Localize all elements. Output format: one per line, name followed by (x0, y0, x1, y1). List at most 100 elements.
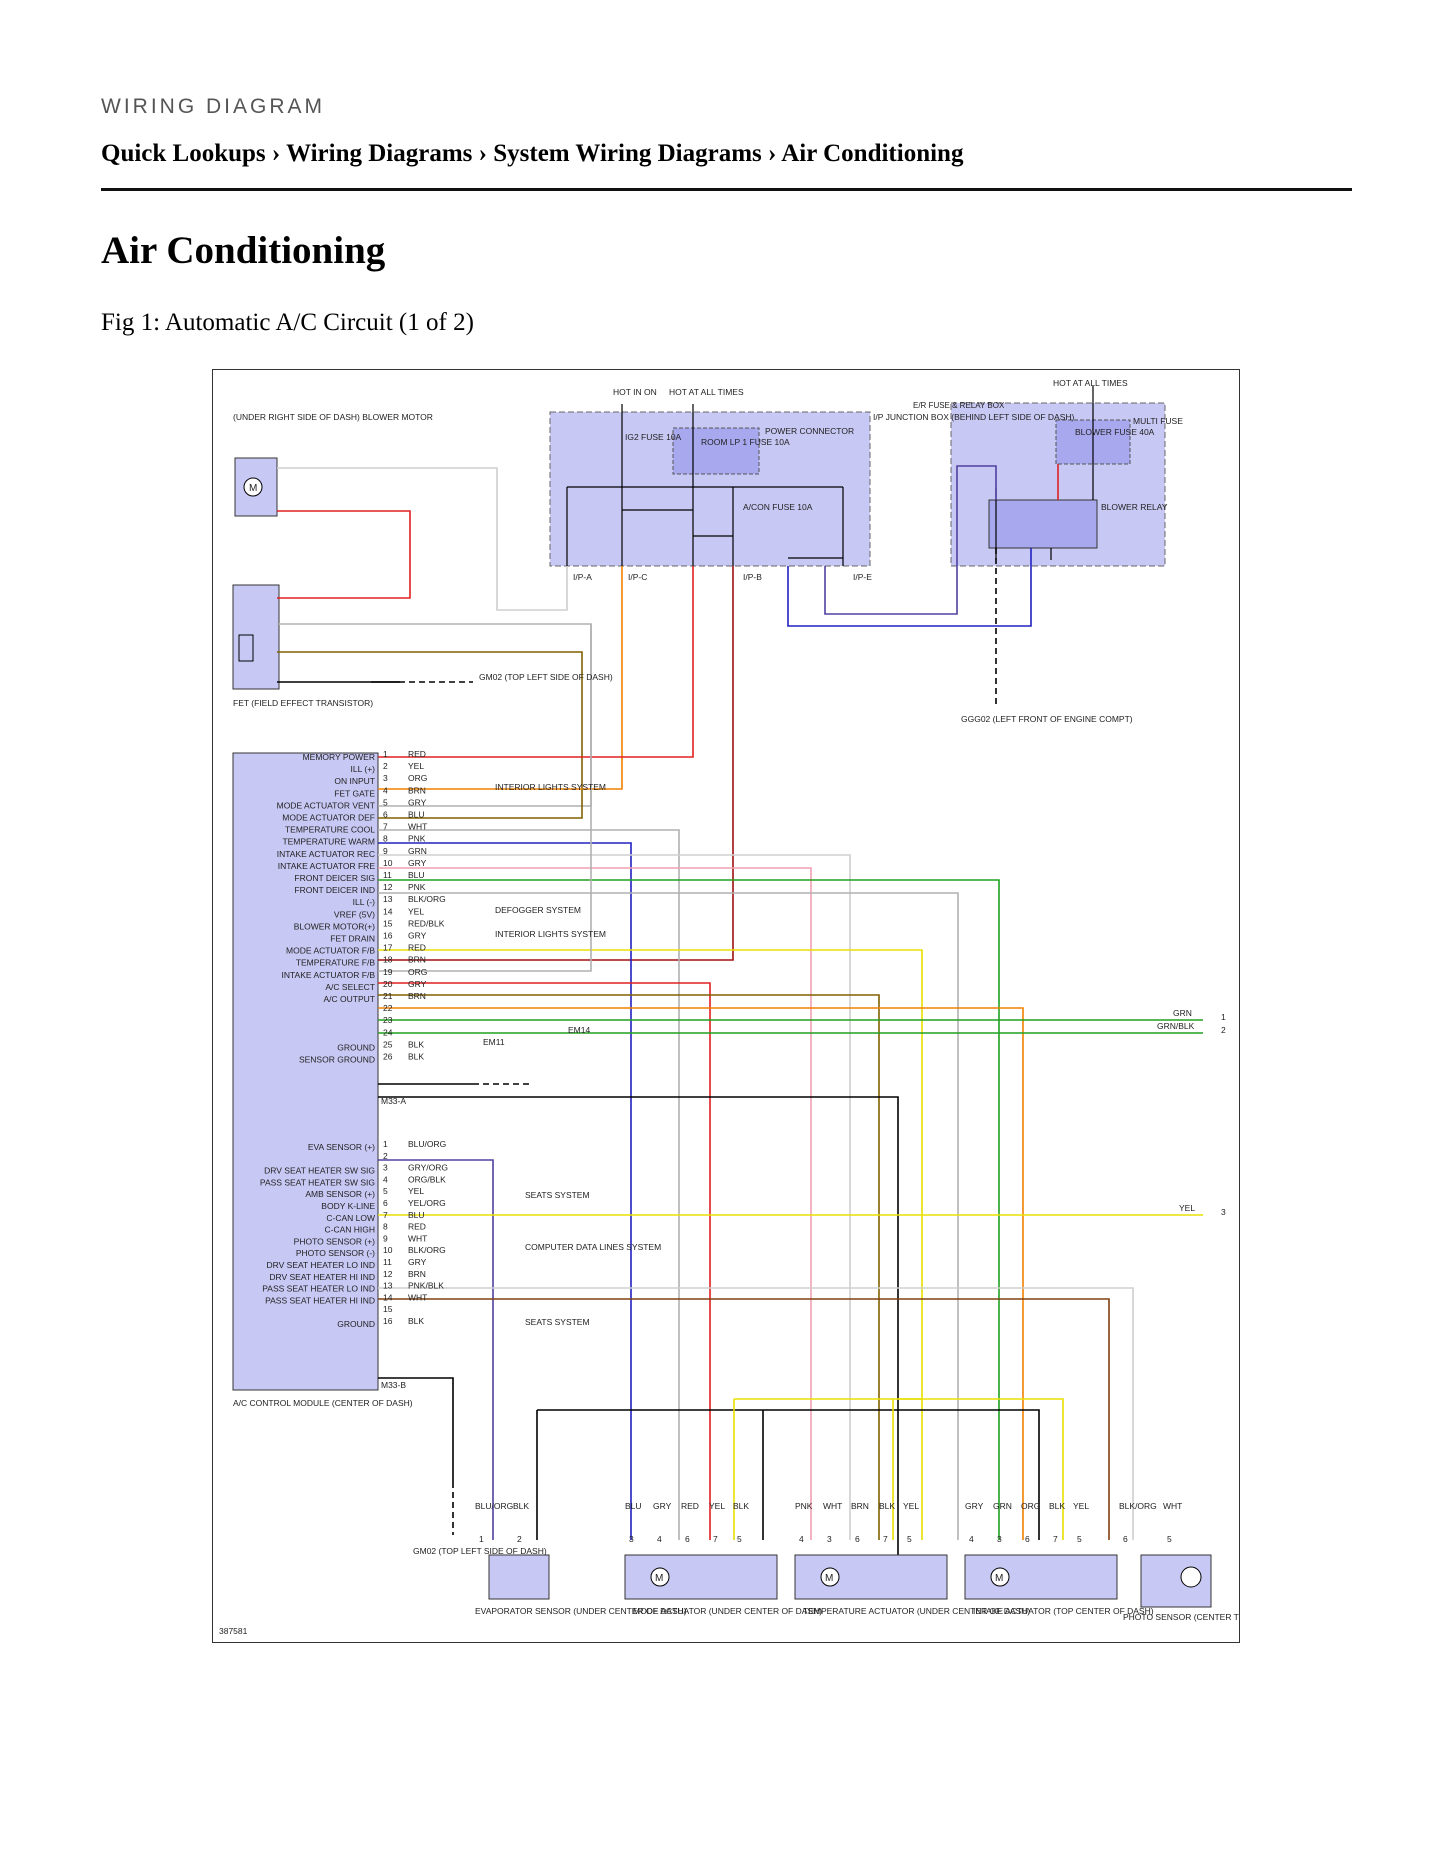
component-pin-number: 5 (1167, 1534, 1172, 1544)
module-pin-wire: PNK/BLK (408, 1281, 444, 1291)
module-pin-number: 2 (383, 761, 388, 771)
module-pin-number: 24 (383, 1027, 393, 1037)
connector-m33a: M33-A (381, 1096, 406, 1106)
wiring-diagram: M (212, 369, 1240, 1643)
component-pin-number: 3 (827, 1534, 832, 1544)
component-wire-label: BLK (879, 1501, 895, 1511)
module-pin-number: 20 (383, 979, 393, 989)
hot-at-all-times-er-label: HOT AT ALL TIMES (1053, 378, 1128, 388)
breadcrumb-air-conditioning[interactable]: Air Conditioning (781, 140, 964, 167)
module-pin-number: 6 (383, 1198, 388, 1208)
component-pin-number: 6 (1123, 1534, 1128, 1544)
component-pin-number: 3 (997, 1534, 1002, 1544)
module-pin-number: 1 (383, 749, 388, 759)
module-pin-wire: GRY/ORG (408, 1163, 448, 1173)
module-pin-wire: WHT (408, 822, 427, 832)
module-pin-name: INTAKE ACTUATOR F/B (281, 970, 375, 980)
module-pin-wire: BRN (408, 991, 426, 1001)
module-pin-number: 5 (383, 1186, 388, 1196)
interior-lights-label: INTERIOR LIGHTS SYSTEM (495, 782, 606, 792)
module-pin-name: C-CAN LOW (326, 1213, 375, 1223)
module-pin-wire: BLU (408, 1210, 425, 1220)
module-pin-name: FRONT DEICER IND (294, 885, 375, 895)
breadcrumb-system-wiring-diagrams[interactable]: System Wiring Diagrams (493, 140, 762, 167)
offpage-3-wire: YEL (1179, 1203, 1195, 1213)
temp-motor-glyph: M (825, 1573, 833, 1584)
module-pin-name: TEMPERATURE COOL (285, 825, 375, 835)
component-wire-label: BLU/ORG (475, 1501, 513, 1511)
component-pin-number: 7 (1053, 1534, 1058, 1544)
module-pin-name: DRV SEAT HEATER LO IND (267, 1260, 375, 1270)
blower-relay-label: BLOWER RELAY (1101, 502, 1168, 512)
module-pin-number: 16 (383, 931, 393, 941)
wire-red-blower-fet (277, 510, 411, 599)
wire-yel-vref (378, 949, 923, 1540)
component-pin-number: 6 (855, 1534, 860, 1544)
evaporator-sensor (488, 1554, 550, 1600)
mode-actuator (624, 1554, 778, 1600)
seats-label: SEATS SYSTEM (525, 1190, 590, 1200)
module-pin-wire: BRN (408, 1269, 426, 1279)
temperature-actuator (794, 1554, 948, 1600)
wire-blk-bus-right (898, 1409, 1040, 1540)
header-divider (101, 188, 1352, 191)
module-pin-number: 17 (383, 943, 393, 953)
module-pin-number: 4 (383, 1174, 388, 1184)
module-pin-number: 12 (383, 882, 393, 892)
breadcrumb-quick-lookups[interactable]: Quick Lookups (101, 140, 266, 167)
module-pin-wire: BRN (408, 785, 426, 795)
module-pin-wire: BLK (408, 1039, 424, 1049)
module-pin-wire: GRY (408, 979, 427, 989)
module-pin-name: PASS SEAT HEATER SW SIG (260, 1177, 375, 1187)
mode-motor-glyph: M (655, 1573, 663, 1584)
module-pin-number: 22 (383, 1003, 393, 1013)
module-pin-number: 21 (383, 991, 393, 1001)
module-pin-number: 23 (383, 1015, 393, 1025)
component-wire-label: GRY (653, 1501, 672, 1511)
module-pin-number: 9 (383, 846, 388, 856)
module-pin-number: 13 (383, 1281, 393, 1291)
module-pin-name: DRV SEAT HEATER HI IND (269, 1272, 375, 1282)
module-pin-name: PASS SEAT HEATER LO IND (262, 1284, 375, 1294)
wire-org-ig2 (378, 566, 623, 790)
offpage-1-num: 1 (1221, 1012, 1226, 1022)
module-pin-name: FRONT DEICER SIG (294, 873, 375, 883)
blower-fuse-label: BLOWER FUSE 40A (1075, 427, 1155, 437)
intake-motor-glyph: M (995, 1573, 1003, 1584)
breadcrumb-wiring-diagrams[interactable]: Wiring Diagrams (286, 140, 473, 167)
module-pin-wire: BLK/ORG (408, 1245, 446, 1255)
component-wire-label: BLK (733, 1501, 749, 1511)
component-wire-label: YEL (1073, 1501, 1089, 1511)
module-pin-number: 12 (383, 1269, 393, 1279)
module-pin-number: 6 (383, 810, 388, 820)
module-pin-name: BLOWER MOTOR(+) (294, 921, 375, 931)
offpage-1-wire: GRN (1173, 1008, 1192, 1018)
connector-em14: EM14 (568, 1025, 590, 1035)
temp-motor-symbol (820, 1567, 840, 1587)
module-pin-wire: RED (408, 749, 426, 759)
module-pin-name: FET GATE (334, 788, 375, 798)
module-pin-number: 16 (383, 1316, 393, 1326)
offpage-3-num: 3 (1221, 1207, 1226, 1217)
component-pin-number: 4 (969, 1534, 974, 1544)
component-wire-label: GRY (965, 1501, 984, 1511)
component-wire-label: PNK (795, 1501, 813, 1511)
module-pin-number: 9 (383, 1233, 388, 1243)
wire-bluorg-eva (378, 1159, 494, 1540)
wire-red-mode-fb (378, 982, 711, 1540)
wire-blu-relay (787, 548, 1032, 627)
module-pin-name: AMB SENSOR (+) (305, 1189, 375, 1199)
module-pin-number: 13 (383, 894, 393, 904)
seats-label-2: SEATS SYSTEM (525, 1317, 590, 1327)
module-pin-number: 10 (383, 1245, 393, 1255)
module-pin-name: MEMORY POWER (303, 752, 375, 762)
wire-blk-gnd-b (378, 1377, 454, 1482)
ggg02-ground-label: GGG02 (LEFT FRONT OF ENGINE COMPT) (961, 714, 1133, 724)
module-pin-wire: BLU/ORG (408, 1139, 446, 1149)
module-pin-wire: GRY (408, 1257, 427, 1267)
module-pin-number: 7 (383, 1210, 388, 1220)
acon-fuse-label: A/CON FUSE 10A (743, 502, 813, 512)
module-pin-wire: BRN (408, 955, 426, 965)
blower-motor-label: (UNDER RIGHT SIDE OF DASH) BLOWER MOTOR (233, 412, 433, 422)
